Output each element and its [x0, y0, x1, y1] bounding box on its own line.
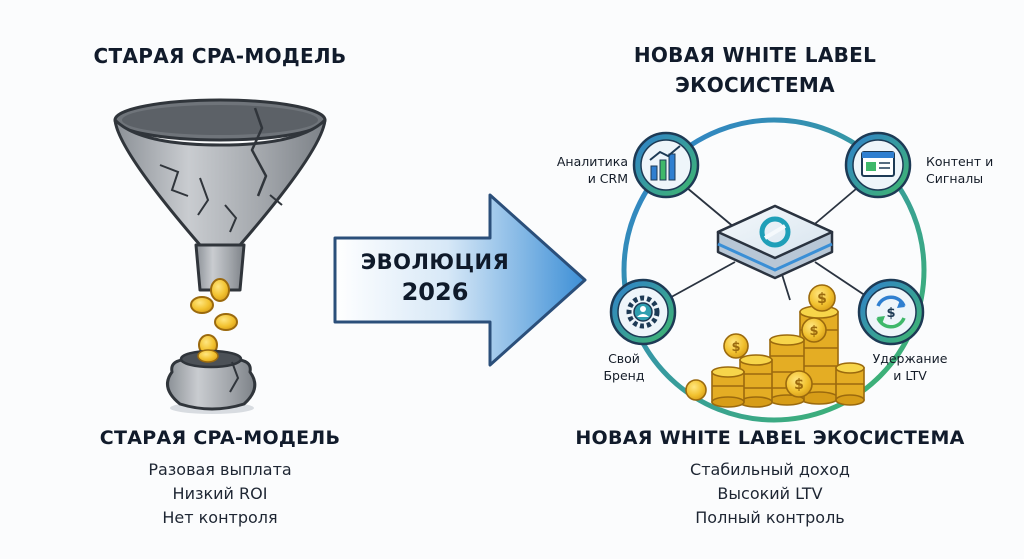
new-ecosystem-bottom-title: НОВАЯ WHITE LABEL ЭКОСИСТЕМА [575, 427, 965, 449]
node-label-brand-line2: Бренд [603, 368, 645, 383]
browser-window-icon [844, 131, 912, 199]
node-label-brand: Свой Бренд [598, 350, 650, 384]
bullet-item: Полный контроль [695, 508, 845, 527]
node-label-analytics-line2: и CRM [587, 171, 628, 186]
ecosystem-ring [621, 117, 927, 423]
new-ecosystem-bullets: Стабильный доход Высокий LTV Полный конт… [640, 458, 900, 530]
svg-text:$: $ [809, 324, 818, 339]
node-label-analytics: Аналитика и CRM [548, 153, 628, 187]
bullet-item: Разовая выплата [148, 460, 292, 479]
coin-stacks: $ $ $ $ [685, 284, 865, 408]
bullet-item: Высокий LTV [717, 484, 823, 503]
cracked-pot-icon [166, 349, 257, 414]
arrow-caption-year: 2026 [401, 278, 469, 306]
bullet-item: Стабильный доход [690, 460, 850, 479]
svg-text:$: $ [817, 291, 827, 307]
evolution-arrow [333, 193, 587, 367]
gear-badge-icon [609, 278, 677, 346]
cracked-funnel-icon [113, 98, 327, 292]
svg-text:$: $ [886, 306, 895, 321]
platform-hub-icon [716, 204, 834, 280]
new-ecosystem-top-title: НОВАЯ WHITE LABEL ЭКОСИСТЕМА [600, 40, 910, 100]
old-model-bullets: Разовая выплата Низкий ROI Нет контроля [95, 458, 345, 530]
svg-text:$: $ [794, 377, 804, 393]
node-label-analytics-line1: Аналитика [556, 154, 628, 169]
bullet-item: Низкий ROI [172, 484, 268, 503]
new-ecosystem-top-title-line2: ЭКОСИСТЕМА [675, 73, 835, 97]
arrow-caption: ЭВОЛЮЦИЯ 2026 [350, 250, 520, 306]
node-label-content: Контент и Сигналы [926, 153, 1006, 187]
node-label-retention-line2: и LTV [893, 368, 927, 383]
node-label-brand-line1: Свой [608, 351, 640, 366]
bullet-item: Нет контроля [162, 508, 278, 527]
bar-chart-icon [632, 131, 700, 199]
arrow-caption-line1: ЭВОЛЮЦИЯ [360, 250, 510, 274]
new-ecosystem-top-title-line1: НОВАЯ WHITE LABEL [633, 43, 877, 67]
node-label-content-line1: Контент и [926, 154, 994, 169]
svg-text:$: $ [731, 340, 740, 355]
node-label-content-line2: Сигналы [926, 171, 984, 186]
old-model-top-title: СТАРАЯ CPA-МОДЕЛЬ [93, 44, 347, 68]
node-label-retention: Удержание и LTV [868, 350, 952, 384]
refresh-dollar-icon: $ [857, 278, 925, 346]
node-label-retention-line1: Удержание [872, 351, 948, 366]
old-model-bottom-title: СТАРАЯ CPA-МОДЕЛЬ [99, 427, 341, 449]
